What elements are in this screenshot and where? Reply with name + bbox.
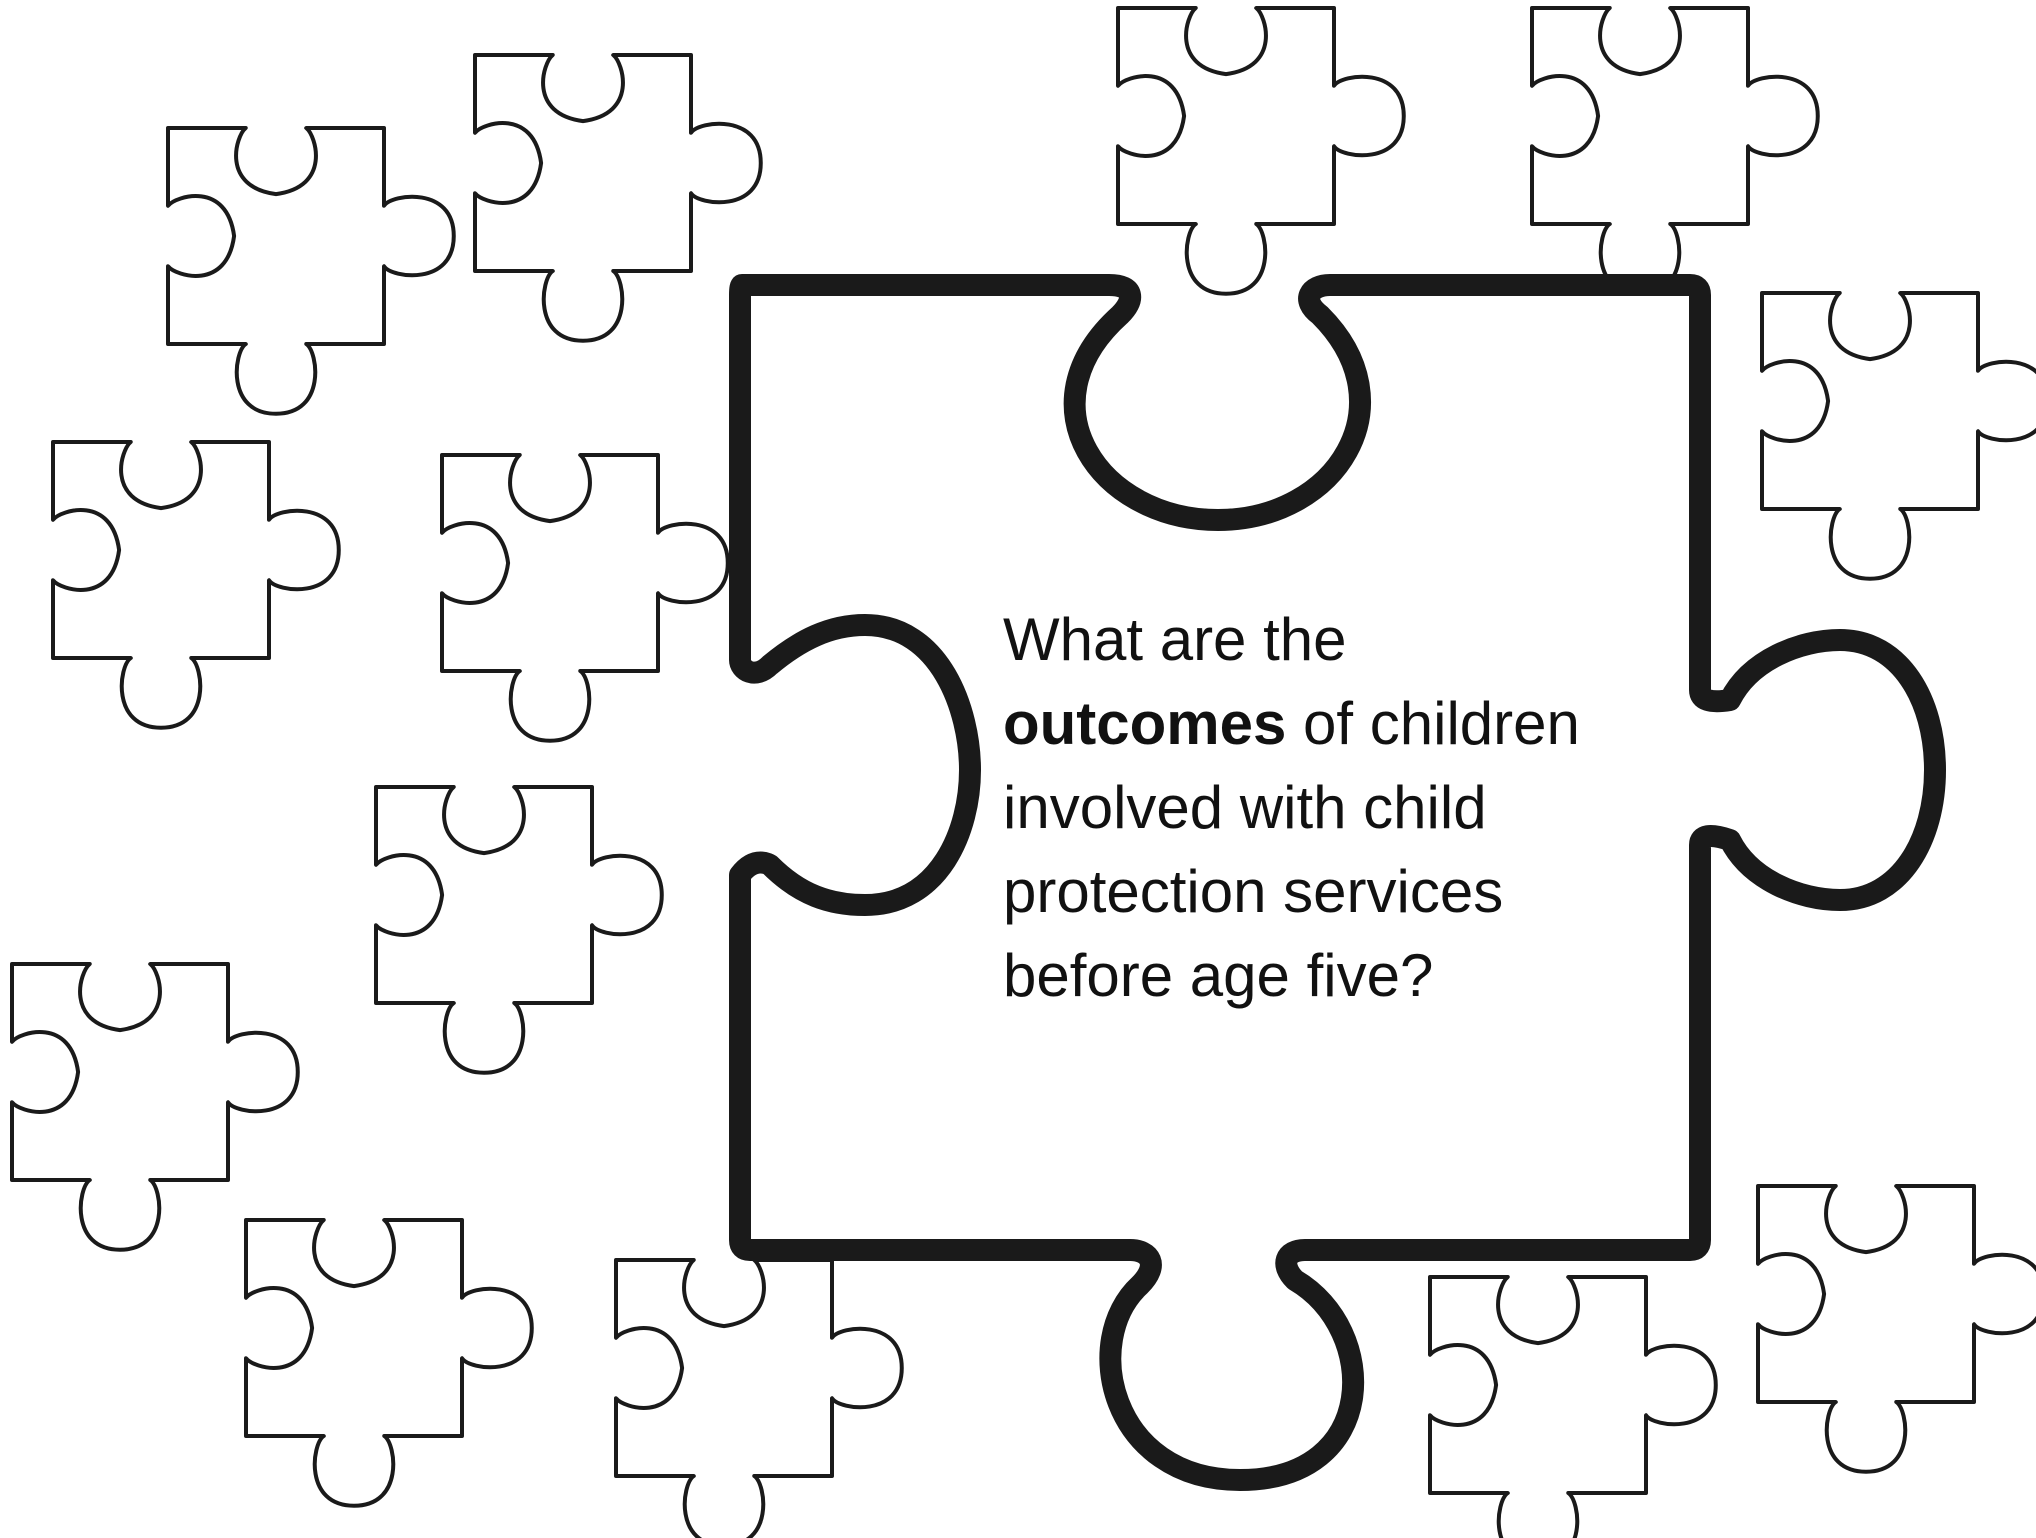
central-puzzle-piece-outline [729,274,1946,1491]
puzzle-piece-icon [1756,1184,2036,1474]
puzzle-piece-icon [1116,6,1406,296]
puzzle-piece-icon [1428,1275,1718,1538]
puzzle-piece-icon [244,1218,534,1508]
puzzle-piece-icon [1760,291,2036,581]
scattered-puzzle-pieces [10,6,2036,1538]
question-line-2-rest: of children [1286,690,1580,757]
central-question: What are the outcomes of children involv… [1003,598,1723,1018]
question-line-3: involved with child [1003,774,1487,841]
central-puzzle-piece [729,274,1946,1491]
puzzle-piece-icon [51,440,341,730]
puzzle-piece-icon [166,126,456,416]
question-line-1: What are the [1003,606,1347,673]
question-line-5: before age five? [1003,942,1434,1009]
puzzle-piece-icon [1530,6,1820,296]
puzzle-piece-icon [440,453,730,743]
question-line-4: protection services [1003,858,1504,925]
puzzle-piece-icon [473,53,763,343]
puzzle-piece-icon [614,1258,904,1538]
puzzle-piece-icon [374,785,664,1075]
question-emphasis: outcomes [1003,690,1287,757]
puzzle-piece-icon [10,962,300,1252]
